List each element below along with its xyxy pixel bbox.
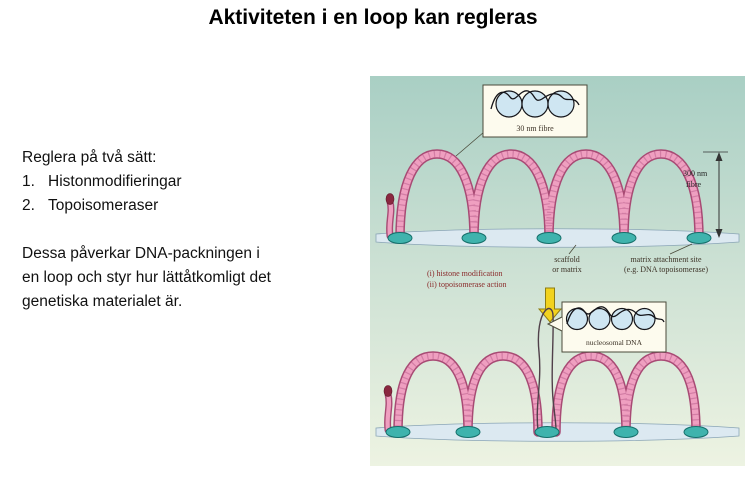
nucleosome-icon — [633, 307, 656, 331]
chromatin-fibre-bottom — [383, 307, 696, 432]
scaffold-label: scaffold or matrix — [552, 244, 582, 274]
attachment-site-icon — [385, 426, 411, 438]
attachment-sites-bottom — [385, 426, 709, 438]
fibre-stub — [388, 394, 389, 430]
attachment-site-icon — [683, 426, 709, 438]
list-item-label: Topoisomeraser — [48, 197, 159, 214]
attachment-site-icon — [613, 426, 639, 438]
regulation-list: 1. Histonmodifieringar 2. Topoisomeraser — [22, 170, 274, 218]
label-nucleosomal-dna: nucleosomal DNA — [586, 338, 643, 347]
scaffold-pointer-line — [568, 244, 577, 255]
text-block: Reglera på två sätt: 1. Histonmodifierin… — [22, 146, 274, 314]
dna-squiggle — [490, 90, 580, 110]
extended-loop — [536, 307, 557, 431]
fibre-end-cap — [385, 193, 395, 205]
list-item: 1. Histonmodifieringar — [22, 170, 274, 194]
attachment-site-icon — [461, 232, 487, 244]
attachment-site-icon — [536, 232, 562, 244]
nucleosome-icon — [521, 90, 549, 118]
label-scaffold-2: or matrix — [552, 265, 582, 274]
label-scaffold-1: scaffold — [554, 255, 580, 264]
list-item-label: Histonmodifieringar — [48, 173, 182, 190]
fibre-end-cap — [383, 385, 393, 397]
attachment-site-icon — [455, 426, 481, 438]
label-topoisomerase-action: (ii) topoisomerase action — [427, 280, 507, 289]
label-30nm-fibre: 30 nm fibre — [516, 124, 554, 133]
body-paragraph: Dessa påverkar DNA-packningen i en loop … — [22, 245, 271, 310]
intro-text: Reglera på två sätt: — [22, 149, 157, 166]
list-item: 2. Topoisomeraser — [22, 194, 274, 218]
label-attachment-2: (e.g. DNA topoisomerase) — [624, 265, 708, 274]
fibre-stub — [390, 202, 391, 236]
down-arrow-icon — [537, 287, 563, 323]
nucleosome-inset-bottom: nucleosomal DNA — [546, 301, 667, 353]
label-histone-modification: (i) histone modification — [427, 269, 503, 278]
measure-arrow-down-icon — [715, 229, 723, 238]
list-item-number: 1. — [22, 173, 35, 190]
list-item-number: 2. — [22, 197, 35, 214]
nucleosome-inset-top: 30 nm fibre — [455, 84, 588, 157]
attachment-label: matrix attachment site (e.g. DNA topoiso… — [624, 243, 708, 274]
attachment-pointer-line — [669, 243, 693, 255]
nucleosome-icon — [610, 307, 634, 331]
label-300nm: 300 nm — [683, 169, 708, 178]
attachment-site-icon — [611, 232, 637, 244]
slide-title: Aktiviteten i en loop kan regleras — [208, 6, 538, 29]
measure-bracket-300nm: 300 nm fibre — [683, 151, 728, 238]
label-attachment-1: matrix attachment site — [630, 255, 702, 264]
nucleosome-icon — [588, 307, 611, 331]
nucleosome-icon — [547, 90, 575, 118]
attachment-site-icon — [387, 232, 413, 244]
measure-arrow-up-icon — [715, 152, 723, 161]
label-300nm-fibre: fibre — [686, 180, 702, 189]
chromatin-fibre-top — [385, 154, 699, 238]
figure-svg: 300 nm fibre 30 nm fibre scaffold or mat… — [370, 76, 745, 466]
attachment-site-icon — [534, 426, 560, 438]
attachment-site-icon — [686, 232, 712, 244]
attachment-sites-top — [387, 232, 712, 244]
inset-pointer-line — [455, 131, 485, 157]
chromatin-figure: 300 nm fibre 30 nm fibre scaffold or mat… — [370, 76, 745, 466]
action-annotation: (i) histone modification (ii) topoisomer… — [427, 269, 507, 289]
dna-squiggle — [566, 306, 665, 325]
callout-pointer-icon — [546, 316, 563, 332]
